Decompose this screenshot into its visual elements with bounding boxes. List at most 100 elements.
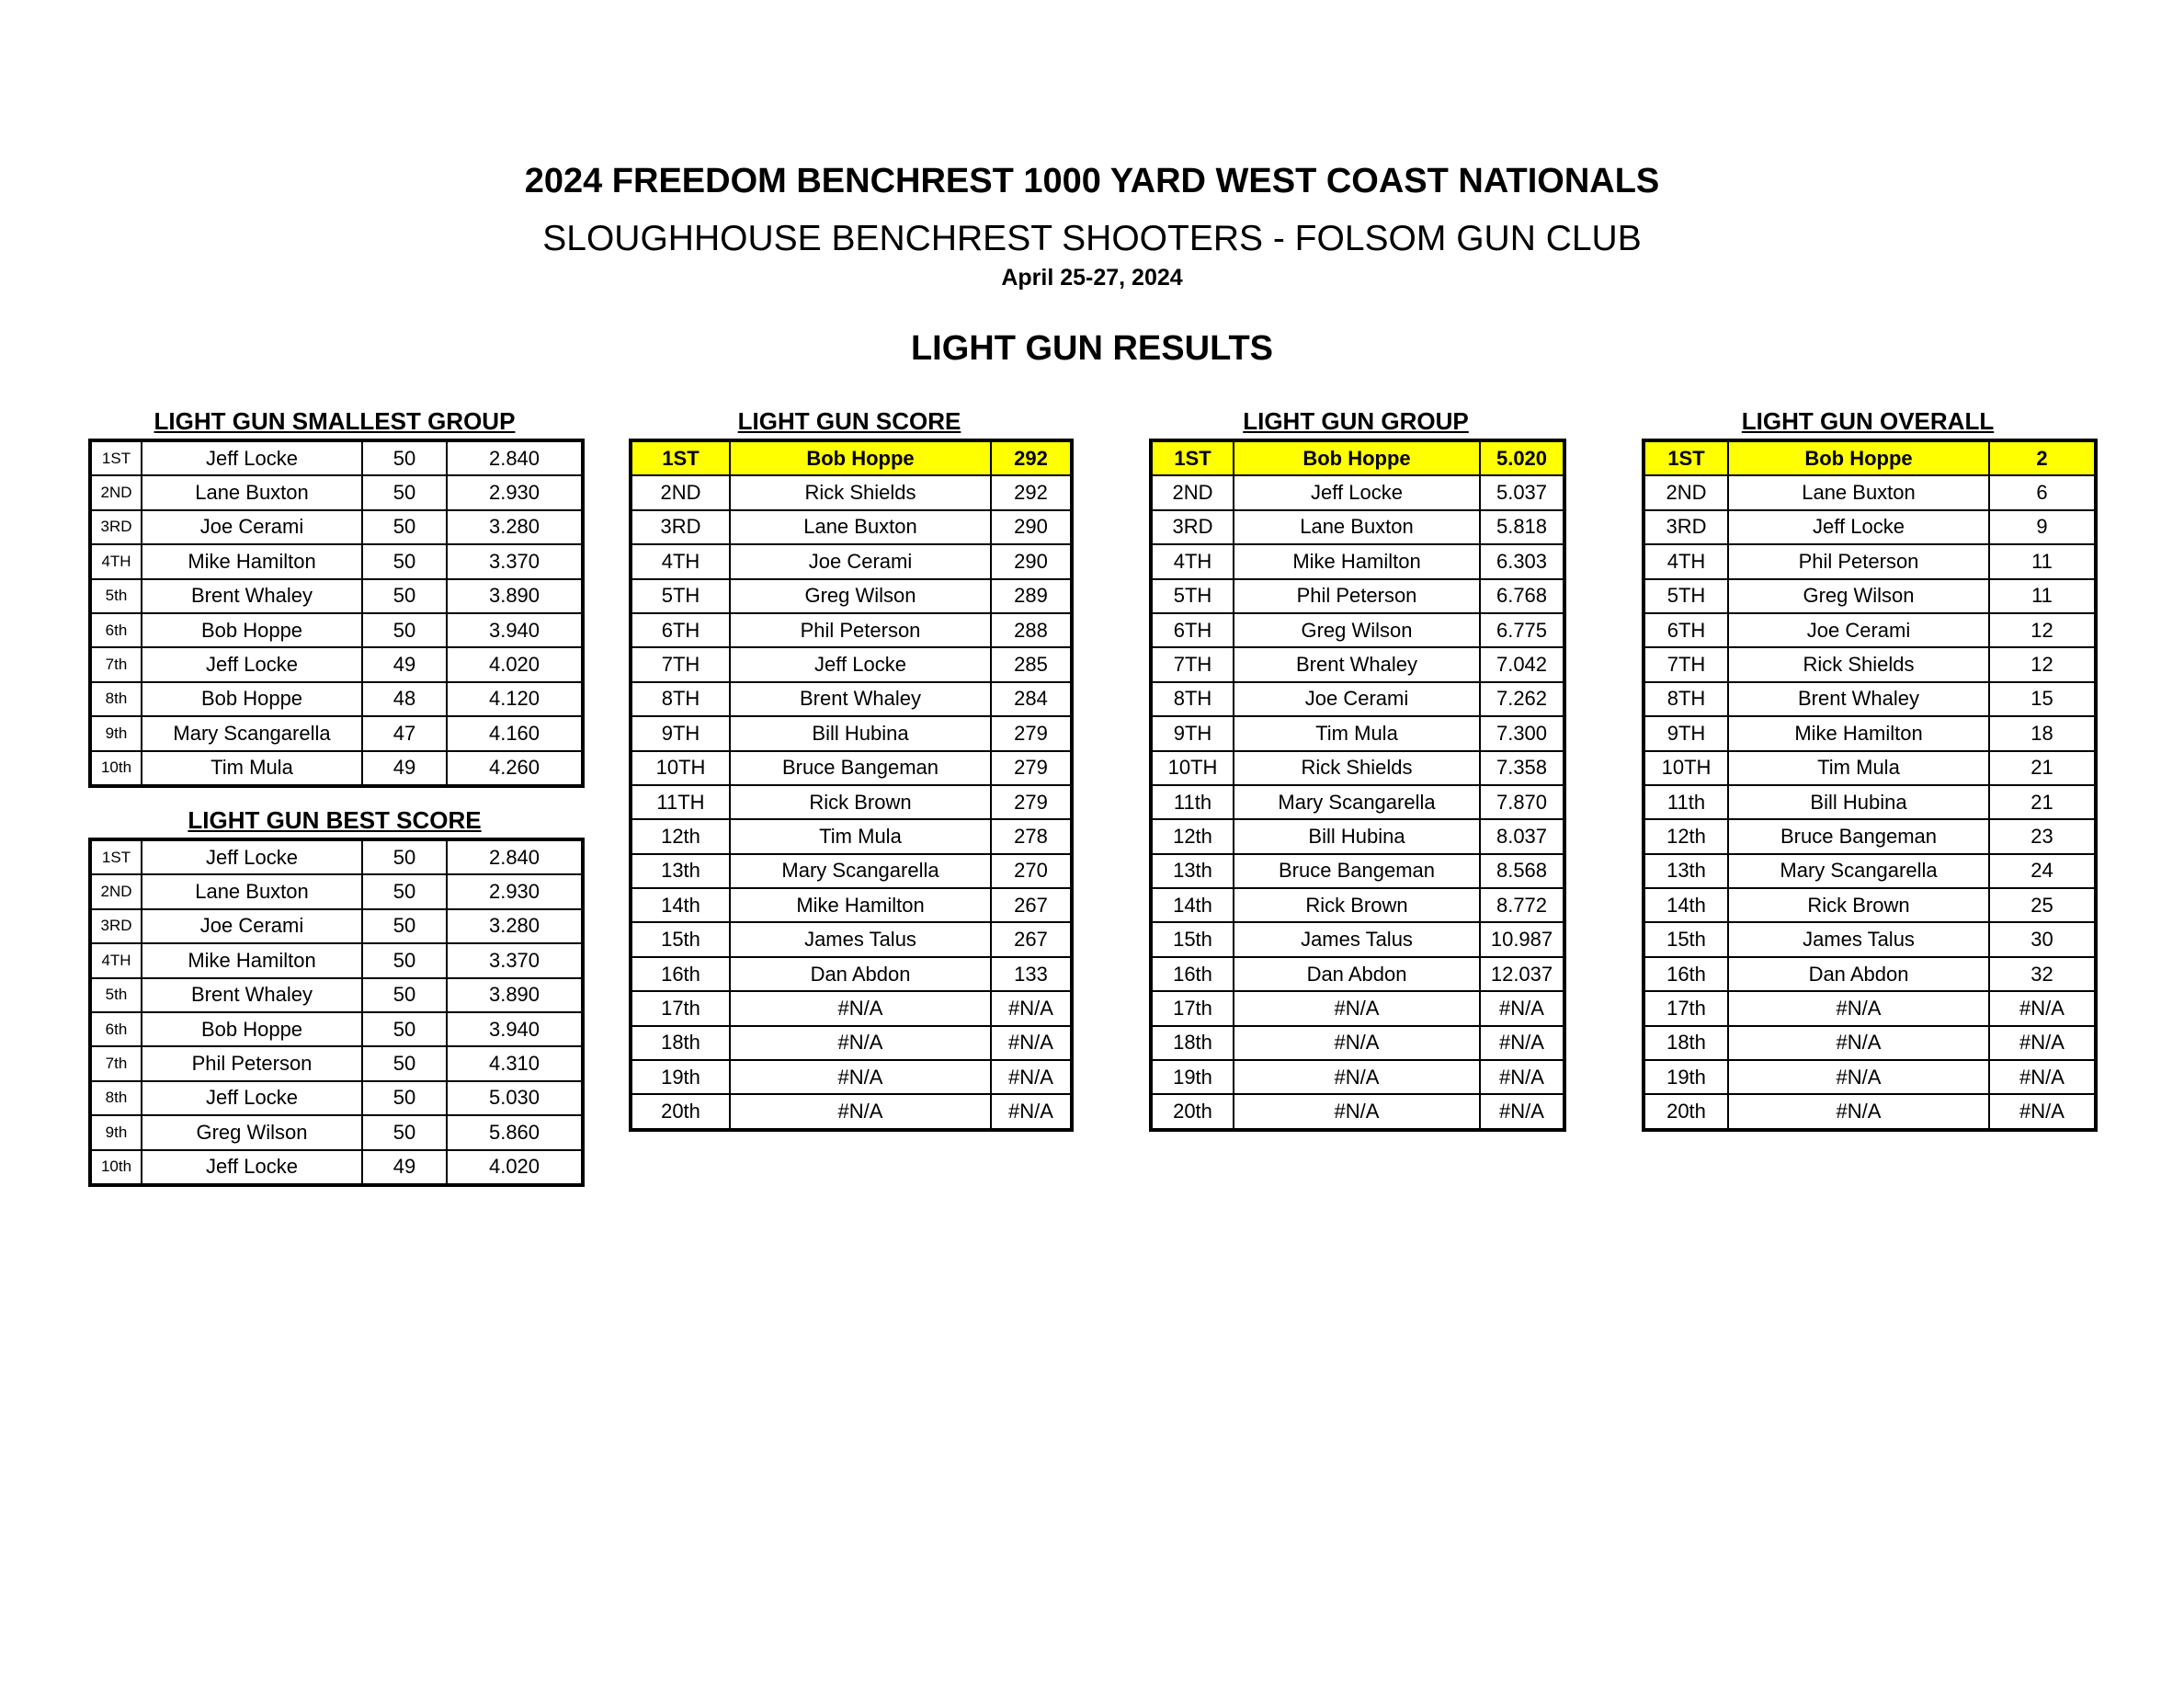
shooter-cell: Brent Whaley bbox=[141, 976, 363, 1013]
place-cell: 8TH bbox=[1643, 680, 1729, 718]
score-cell: 49 bbox=[361, 1148, 448, 1186]
place-cell: 4TH bbox=[1643, 543, 1729, 580]
place-cell: 5TH bbox=[630, 577, 731, 614]
score-cell: 50 bbox=[361, 1114, 448, 1151]
shooter-cell: Brent Whaley bbox=[141, 577, 363, 614]
points-cell: 6 bbox=[1988, 474, 2097, 511]
shooter-cell: Rick Shields bbox=[729, 474, 992, 511]
shooter-cell: Rick Brown bbox=[729, 783, 992, 821]
score-cell: 278 bbox=[990, 818, 1073, 855]
shooter-cell: Rick Brown bbox=[1233, 887, 1481, 924]
place-cell: 9TH bbox=[1150, 715, 1234, 752]
score-cell: 50 bbox=[361, 508, 448, 546]
shooter-cell: Jeff Locke bbox=[729, 646, 992, 683]
group-cell: 5.020 bbox=[1479, 439, 1565, 477]
place-cell: 3RD bbox=[1150, 508, 1234, 546]
score-cell: 50 bbox=[361, 838, 448, 876]
group-cell: 7.300 bbox=[1479, 715, 1565, 752]
place-cell: 19th bbox=[1643, 1059, 1729, 1096]
place-cell: 6th bbox=[89, 611, 142, 649]
place-cell: 1ST bbox=[630, 439, 731, 477]
place-cell: 10TH bbox=[1150, 749, 1234, 786]
group-cell: 10.987 bbox=[1479, 921, 1565, 958]
score-cell: 288 bbox=[990, 611, 1073, 649]
shooter-cell: Bruce Bangeman bbox=[729, 749, 992, 786]
shooter-cell: Mary Scangarella bbox=[729, 852, 992, 890]
group-cell: 12.037 bbox=[1479, 955, 1565, 993]
score-cell: 290 bbox=[990, 543, 1073, 580]
score-cell: 50 bbox=[361, 439, 448, 477]
shooter-cell: Mike Hamilton bbox=[729, 887, 992, 924]
group-cell: 4.260 bbox=[446, 749, 584, 787]
place-cell: 8TH bbox=[630, 680, 731, 718]
group-cell: 3.940 bbox=[446, 1010, 584, 1048]
points-cell: #N/A bbox=[1988, 1059, 2097, 1096]
score-cell: 292 bbox=[990, 439, 1073, 477]
table-row: 19th#N/A#N/A bbox=[1643, 1059, 2097, 1096]
shooter-cell: Bruce Bangeman bbox=[1233, 852, 1481, 890]
points-cell: 11 bbox=[1988, 543, 2097, 580]
place-cell: 15th bbox=[1643, 921, 1729, 958]
group-cell: #N/A bbox=[1479, 1093, 1565, 1131]
score-cell: 289 bbox=[990, 577, 1073, 614]
points-cell: 32 bbox=[1988, 955, 2097, 993]
shooter-cell: Mike Hamilton bbox=[1233, 543, 1481, 580]
points-cell: #N/A bbox=[1988, 1024, 2097, 1062]
place-cell: 6TH bbox=[630, 611, 731, 649]
place-cell: 9th bbox=[89, 1114, 142, 1151]
event-dates: April 25-27, 2024 bbox=[1001, 265, 1183, 291]
shooter-cell: Tim Mula bbox=[729, 818, 992, 855]
shooter-cell: Joe Cerami bbox=[141, 907, 363, 945]
group-cell: 5.037 bbox=[1479, 474, 1565, 511]
group-cell: 7.262 bbox=[1479, 680, 1565, 718]
shooter-cell: #N/A bbox=[1233, 1024, 1481, 1062]
score-cell: 50 bbox=[361, 1045, 448, 1082]
points-cell: 11 bbox=[1988, 577, 2097, 614]
group-title: LIGHT GUN GROUP bbox=[1243, 407, 1469, 435]
place-cell: 14th bbox=[630, 887, 731, 924]
score-cell: 284 bbox=[990, 680, 1073, 718]
place-cell: 8TH bbox=[1150, 680, 1234, 718]
group-cell: 2.930 bbox=[446, 474, 584, 511]
group-cell: 2.840 bbox=[446, 439, 584, 477]
shooter-cell: Greg Wilson bbox=[1233, 611, 1481, 649]
table-row: 19th#N/A#N/A bbox=[1150, 1059, 1565, 1096]
shooter-cell: Tim Mula bbox=[1233, 715, 1481, 752]
shooter-cell: Joe Cerami bbox=[141, 508, 363, 546]
place-cell: 15th bbox=[630, 921, 731, 958]
score-cell: 47 bbox=[361, 715, 448, 752]
points-cell: 30 bbox=[1988, 921, 2097, 958]
place-cell: 14th bbox=[1643, 887, 1729, 924]
shooter-cell: Brent Whaley bbox=[1727, 680, 1990, 718]
shooter-cell: #N/A bbox=[1233, 1093, 1481, 1131]
score-cell: 48 bbox=[361, 680, 448, 718]
group-cell: 8.037 bbox=[1479, 818, 1565, 855]
place-cell: 10TH bbox=[1643, 749, 1729, 786]
table-row: 17th#N/A#N/A bbox=[630, 990, 1073, 1027]
shooter-cell: Jeff Locke bbox=[1727, 508, 1990, 546]
group-cell: 7.358 bbox=[1479, 749, 1565, 786]
place-cell: 12th bbox=[1150, 818, 1234, 855]
score-cell: 292 bbox=[990, 474, 1073, 511]
